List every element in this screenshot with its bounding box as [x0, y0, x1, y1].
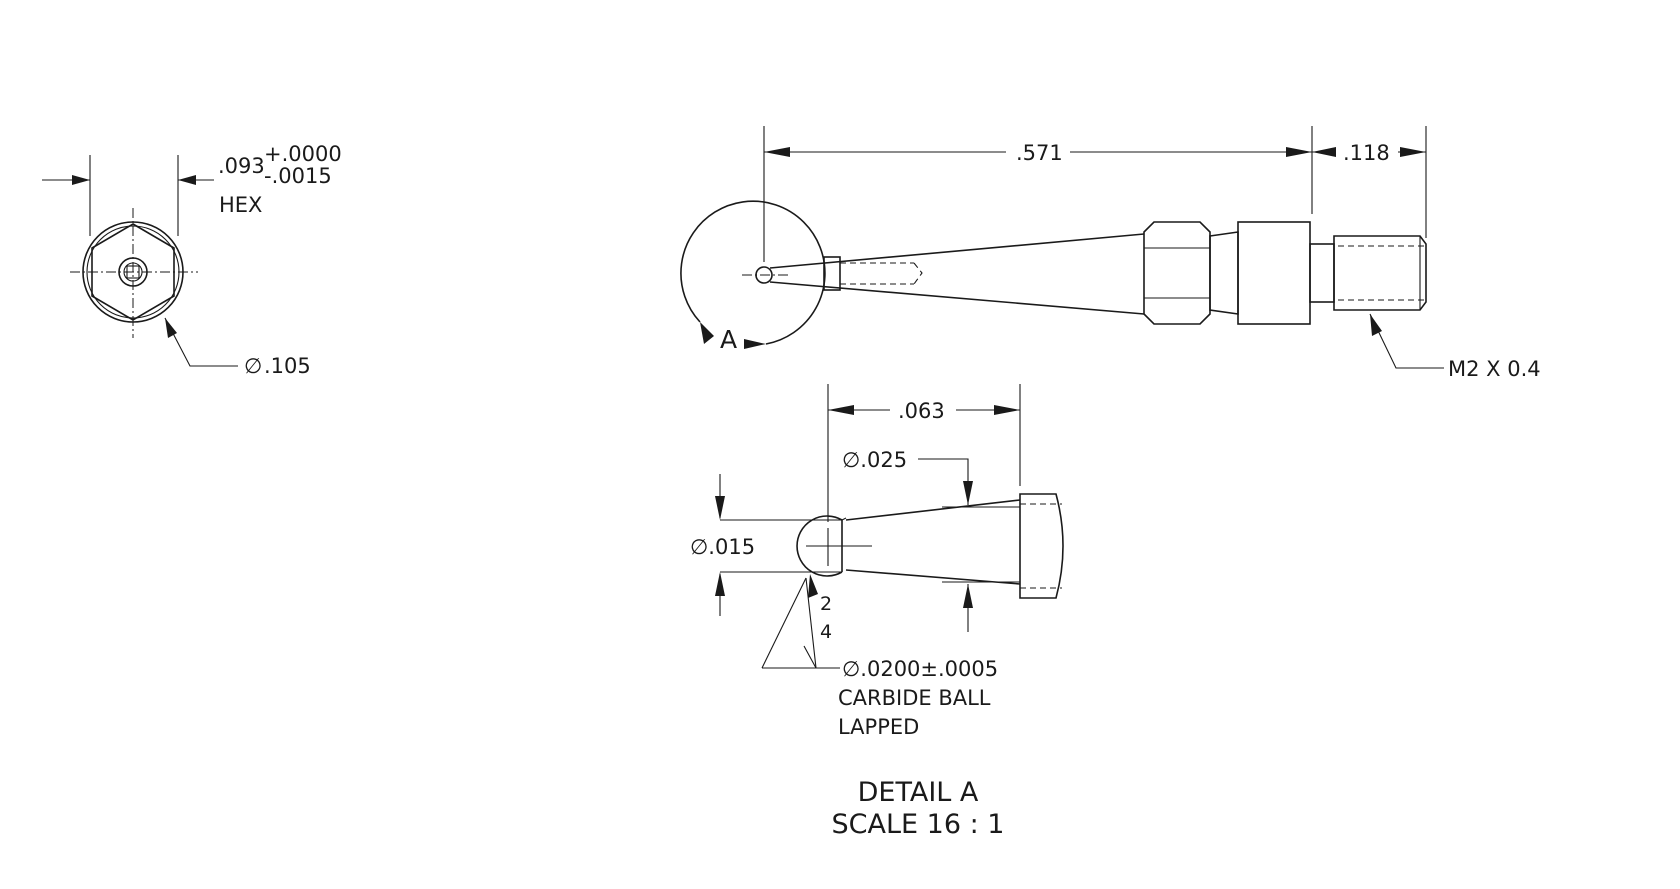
- ball-spec-line2: CARBIDE BALL: [838, 686, 991, 710]
- thread-length-dim: .118: [1343, 141, 1390, 165]
- ball-spec-line3: LAPPED: [838, 715, 919, 739]
- diameter-symbol-icon: ∅: [244, 354, 262, 378]
- overall-length-dim: .571: [1016, 141, 1063, 165]
- detail-title: DETAIL A: [858, 777, 979, 808]
- tip-length-dim: .063: [898, 399, 945, 423]
- diameter-value: .105: [264, 354, 311, 378]
- detail-marker: A: [720, 325, 737, 354]
- hex-label: HEX: [219, 193, 262, 217]
- ball-spec-line1: ∅.0200±.0005: [842, 657, 998, 681]
- hex-tol-plus: +.0000: [264, 142, 342, 166]
- hex-dim-base: .093: [218, 154, 265, 178]
- side-view: [680, 126, 1444, 369]
- end-view: [42, 155, 238, 367]
- detail-scale: SCALE 16 : 1: [832, 809, 1005, 840]
- detail-view: [715, 384, 1064, 669]
- stem-diameter-dim: ∅.025: [842, 448, 907, 472]
- ball-diameter-dim: ∅.015: [690, 535, 755, 559]
- surface-finish-top: 2: [820, 593, 832, 615]
- hex-tol-minus: -.0015: [264, 164, 332, 188]
- surface-finish-bottom: 4: [820, 621, 832, 643]
- thread-callout: M2 X 0.4: [1448, 357, 1541, 381]
